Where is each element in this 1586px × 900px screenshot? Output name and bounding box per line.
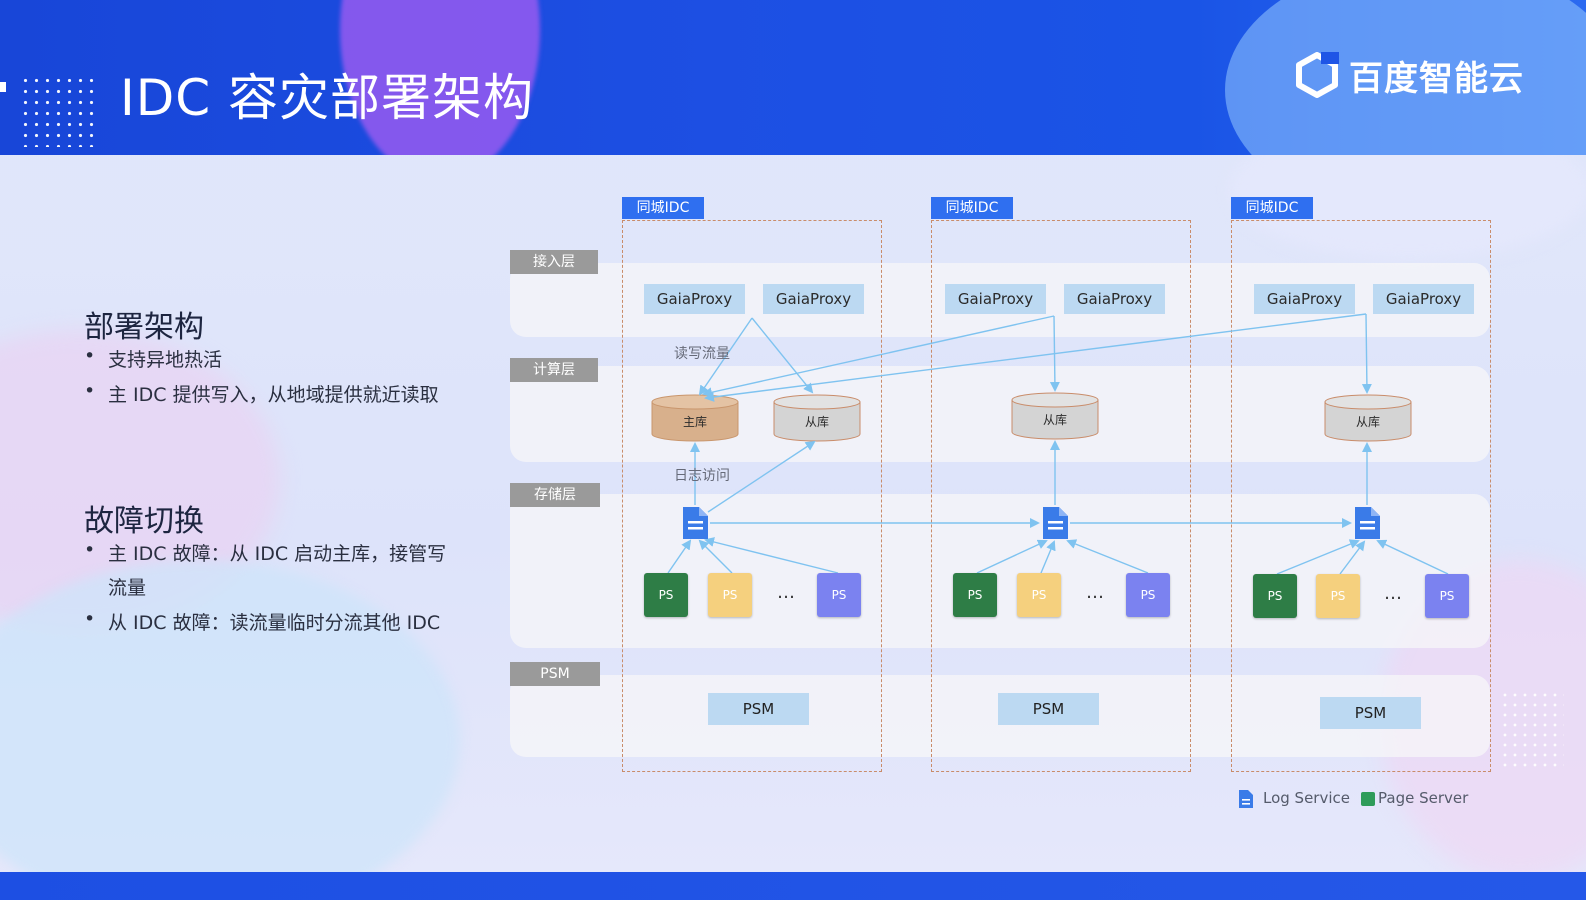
log-service-icon-3 bbox=[1355, 507, 1380, 539]
ps-ellipsis-2: … bbox=[1086, 582, 1104, 603]
bullet-failover-1-continued: 流量 bbox=[108, 577, 147, 599]
idc-tag-1: 同城IDC bbox=[622, 197, 704, 219]
idc-box-2 bbox=[931, 220, 1191, 772]
storage-layer-band bbox=[510, 494, 1490, 648]
proxy-2b: GaiaProxy bbox=[1064, 284, 1165, 314]
brand-name: 百度智能云 bbox=[1349, 58, 1524, 99]
header-dot-grid bbox=[20, 75, 94, 147]
proxy-2a: GaiaProxy bbox=[945, 284, 1046, 314]
slave-db-cylinder-1 bbox=[773, 394, 861, 442]
legend-page-server: Page Server bbox=[1378, 789, 1469, 807]
slave-db-label-1: 从库 bbox=[804, 415, 829, 429]
log-service-icon-2 bbox=[1043, 507, 1068, 539]
bullet-failover-2: 从 IDC 故障：读流量临时分流其他 IDC bbox=[84, 608, 440, 635]
layer-label-compute: 计算层 bbox=[510, 358, 598, 382]
header-blob-purple bbox=[340, 0, 540, 155]
ps-1-blue: PS bbox=[817, 573, 861, 617]
ps-ellipsis-3: … bbox=[1384, 583, 1402, 604]
master-db-cylinder bbox=[651, 394, 739, 442]
slave-db-cylinder-3 bbox=[1324, 394, 1412, 442]
layer-label-storage: 存储层 bbox=[510, 483, 600, 507]
bullet-failover-1: 主 IDC 故障：从 IDC 启动主库，接管写 bbox=[84, 539, 446, 566]
log-service-icon-1 bbox=[683, 507, 708, 539]
layer-label-psm: PSM bbox=[510, 662, 600, 686]
traffic-arrows bbox=[667, 313, 1449, 575]
section-title-architecture: 部署架构 bbox=[84, 310, 204, 345]
log-access-note: 日志访问 bbox=[674, 468, 730, 484]
slave-db-label-3: 从库 bbox=[1355, 415, 1380, 429]
ps-2-blue: PS bbox=[1126, 573, 1170, 617]
legend-log-service: Log Service bbox=[1263, 789, 1350, 807]
master-db-label: 主库 bbox=[682, 415, 707, 429]
header-bar: IDC 容灾部署架构 百度智能云 bbox=[0, 0, 1586, 155]
bullet-architecture-2: 主 IDC 提供写入，从地域提供就近读取 bbox=[84, 380, 439, 407]
header-blob-light bbox=[1225, 0, 1586, 155]
psm-box-3: PSM bbox=[1320, 697, 1421, 729]
proxy-1a: GaiaProxy bbox=[644, 284, 745, 314]
ps-3-blue: PS bbox=[1425, 574, 1469, 618]
bullet-architecture-1: 支持异地热活 bbox=[84, 345, 222, 372]
proxy-3a: GaiaProxy bbox=[1254, 284, 1355, 314]
proxy-1b: GaiaProxy bbox=[763, 284, 864, 314]
ps-2-yellow: PS bbox=[1017, 573, 1061, 617]
cloud-logo-icon bbox=[1296, 52, 1339, 98]
corner-dot-grid bbox=[1500, 690, 1564, 770]
psm-box-2: PSM bbox=[998, 693, 1099, 725]
slave-db-cylinder-2 bbox=[1011, 392, 1099, 440]
ps-1-yellow: PS bbox=[708, 573, 752, 617]
slave-db-label-2: 从库 bbox=[1042, 413, 1067, 427]
psm-box-1: PSM bbox=[708, 693, 809, 725]
idc-tag-2: 同城IDC bbox=[931, 197, 1013, 219]
page-title: IDC 容灾部署架构 bbox=[120, 69, 535, 127]
ps-ellipsis-1: … bbox=[777, 582, 795, 603]
idc-tag-3: 同城IDC bbox=[1231, 197, 1313, 219]
ps-2-green: PS bbox=[953, 573, 997, 617]
ps-1-green: PS bbox=[644, 573, 688, 617]
idc-box-1 bbox=[622, 220, 882, 772]
header-edge-mark bbox=[0, 82, 6, 92]
brand-logo: 百度智能云 bbox=[1295, 52, 1524, 99]
idc-box-3 bbox=[1231, 220, 1491, 772]
rw-traffic-note: 读写流量 bbox=[674, 346, 730, 362]
legend-log-service-icon bbox=[1239, 790, 1253, 808]
bottom-bar bbox=[0, 872, 1586, 900]
section-title-failover: 故障切换 bbox=[84, 504, 204, 539]
ps-3-green: PS bbox=[1253, 574, 1297, 618]
layer-label-access: 接入层 bbox=[510, 250, 598, 274]
legend-page-server-swatch bbox=[1361, 792, 1375, 806]
proxy-3b: GaiaProxy bbox=[1373, 284, 1474, 314]
ps-3-yellow: PS bbox=[1316, 574, 1360, 618]
